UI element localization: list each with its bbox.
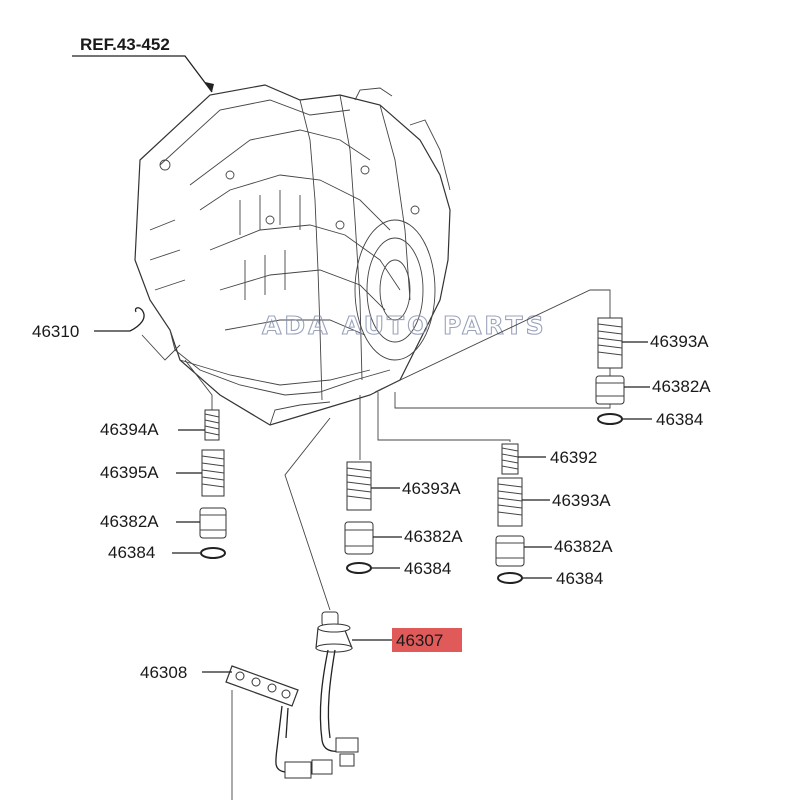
piston-46382A-r2: [495, 535, 525, 567]
sensor-46307: [315, 611, 359, 767]
highlight-46307: [392, 628, 462, 652]
spring-46392: [501, 443, 519, 475]
label-46393A-top: 46393A: [650, 332, 709, 351]
harness-46308: [225, 665, 333, 800]
label-46384-mid: 46384: [404, 559, 451, 578]
label-46310: 46310: [32, 322, 79, 341]
watermark: ADA AUTO PARTS: [262, 311, 547, 340]
label-46395A: 46395A: [100, 463, 159, 482]
spring-46393A-top: [597, 317, 623, 369]
transmission-housing: [134, 84, 451, 426]
reference-label: REF.43-452: [80, 35, 170, 54]
label-46384-left: 46384: [108, 543, 155, 562]
label-46382A-top: 46382A: [652, 377, 711, 396]
spring-46393A-mid: [346, 461, 372, 511]
oring-46384-top: [597, 413, 623, 425]
spring-46393A-r2: [497, 477, 523, 527]
oring-46384-r2: [497, 572, 523, 584]
label-46392: 46392: [550, 448, 597, 467]
spring-46395A: [201, 449, 225, 497]
label-46382A-left: 46382A: [100, 512, 159, 531]
label-46393A-r2: 46393A: [552, 491, 611, 510]
piston-46382A-top: [595, 375, 625, 405]
spring-46394A: [204, 409, 220, 441]
clip-46310: [129, 307, 145, 332]
label-46308: 46308: [140, 663, 187, 682]
label-46384-top: 46384: [656, 410, 703, 429]
label-46384-r2: 46384: [556, 569, 603, 588]
oring-46384-mid: [346, 562, 372, 574]
oring-46384-left: [200, 547, 226, 559]
piston-46382A-mid: [344, 521, 374, 555]
label-46382A-mid: 46382A: [404, 527, 463, 546]
reference-leader: [72, 55, 213, 93]
label-46393A-mid: 46393A: [402, 479, 461, 498]
label-46307: 46307: [396, 631, 443, 650]
piston-46382A-left: [199, 507, 227, 539]
label-46382A-r2: 46382A: [554, 537, 613, 556]
reference-arrow: [205, 82, 214, 92]
label-46394A: 46394A: [100, 420, 159, 439]
